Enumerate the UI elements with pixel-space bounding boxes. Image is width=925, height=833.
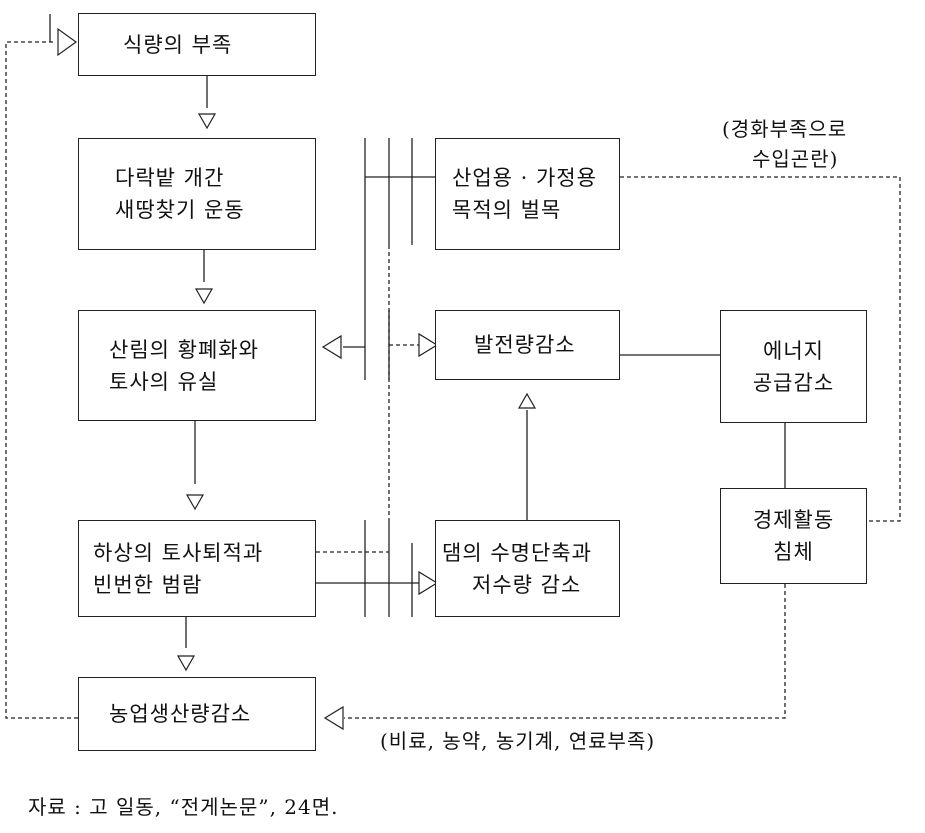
energy-line1: 에너지 — [763, 338, 824, 363]
box-power-decrease: 발전량감소 — [435, 310, 620, 380]
food-shortage-label: 식량의 부족 — [123, 32, 233, 57]
dam-line2: 저수량 감소 — [472, 572, 582, 597]
arrowhead-agri-right — [323, 705, 344, 731]
box-economy: 경제활동 침체 — [720, 488, 867, 584]
terrace-field-line1: 다락밭 개간 — [115, 166, 225, 190]
arrowhead-forest — [194, 288, 214, 305]
box-terrace-field: 다락밭 개간 새땅찾기 운동 — [78, 138, 316, 250]
arrowhead-power — [418, 332, 439, 358]
river-sediment-line2: 빈번한 범람 — [93, 572, 203, 597]
arrowhead-food — [57, 27, 78, 57]
connector-logging-to-economy — [620, 176, 901, 522]
note-import-difficulty-2: 수입곤란) — [752, 147, 839, 171]
arrowhead-river — [185, 494, 205, 511]
box-agri-decrease: 농업생산량감소 — [78, 677, 316, 751]
note-import-difficulty-1: (경화부족으로 — [722, 117, 848, 141]
river-sediment-line1: 하상의 토사퇴적과 — [93, 540, 264, 565]
forest-devastation-line2: 토사의 유실 — [109, 369, 219, 394]
arrowhead-agri — [176, 655, 196, 672]
source-citation: 자료 : 고 일동, “전게논문”, 24면. — [28, 795, 339, 819]
connector-economy-to-agri — [344, 584, 786, 719]
arrowhead-forest-left — [321, 334, 342, 360]
logging-line1: 산업용 · 가정용 — [452, 166, 597, 190]
box-energy: 에너지 공급감소 — [720, 310, 867, 423]
terrace-field-line2: 새땅찾기 운동 — [115, 198, 245, 222]
box-river-sediment: 하상의 토사퇴적과 빈번한 범람 — [78, 520, 316, 617]
box-forest-devastation: 산림의 황폐화와 토사의 유실 — [78, 310, 316, 421]
power-decrease-label: 발전량감소 — [474, 333, 576, 357]
economy-line1: 경제활동 — [752, 508, 835, 532]
economy-line2: 침체 — [773, 540, 814, 564]
arrowhead-dam — [418, 570, 439, 596]
energy-line2: 공급감소 — [752, 370, 835, 395]
connector-feedback-loop — [5, 41, 78, 719]
dam-line1: 댐의 수명단축과 — [442, 540, 592, 565]
arrowhead-terrace — [197, 113, 217, 130]
logging-line2: 목적의 벌목 — [452, 198, 562, 222]
agri-decrease-label: 농업생산량감소 — [109, 702, 252, 726]
box-dam: 댐의 수명단축과 저수량 감소 — [435, 520, 620, 617]
box-logging: 산업용 · 가정용 목적의 벌목 — [435, 138, 620, 250]
arrowhead-power-up — [517, 392, 537, 409]
forest-devastation-line1: 산림의 황폐화와 — [109, 337, 259, 362]
note-shortages: (비료, 농약, 농기계, 연료부족) — [380, 729, 656, 753]
box-food-shortage: 식량의 부족 — [78, 13, 316, 76]
